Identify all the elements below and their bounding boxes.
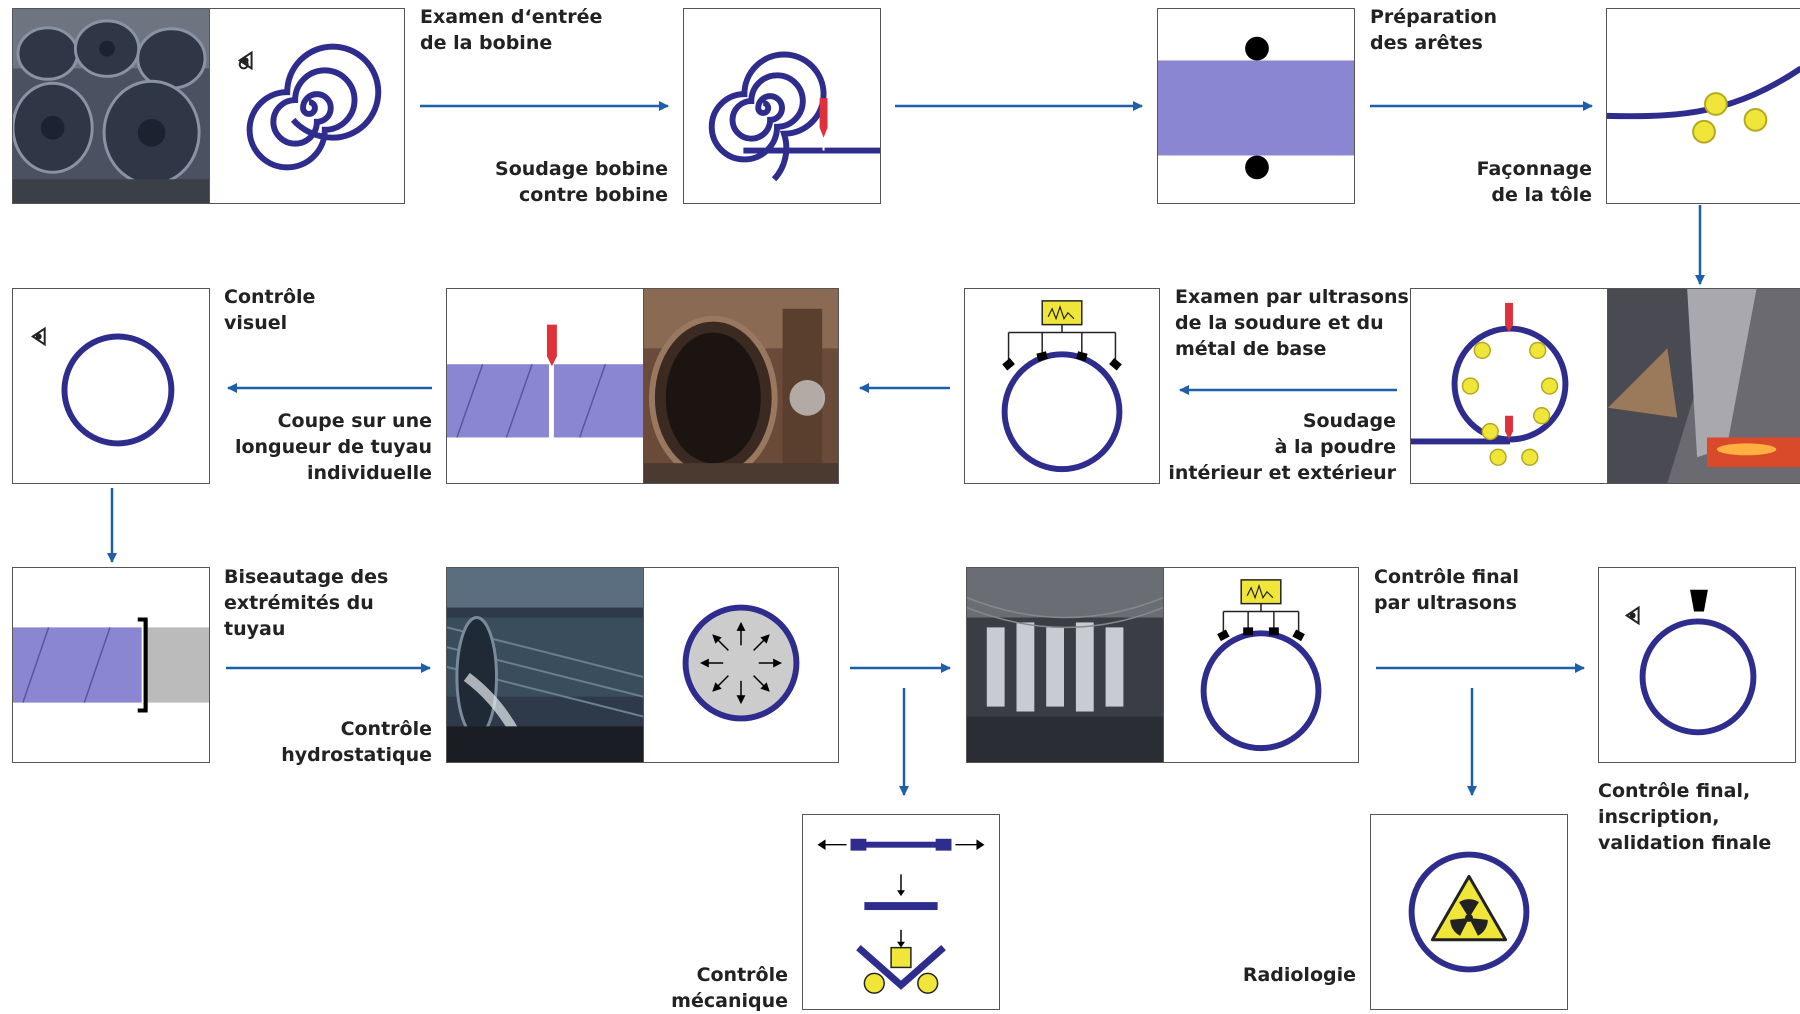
- label-ultrasonic-exam: Examen par ultrasons de la soudure et du…: [1175, 286, 1409, 360]
- label-final-control: Contrôle final, inscription, validation …: [1598, 780, 1772, 854]
- powder-welding-icon: [1410, 288, 1608, 484]
- label-coil-welding: Soudage bobine contre bobine: [495, 158, 668, 206]
- final-control-icon: [1598, 567, 1796, 763]
- label-cut-length: Coupe sur une longueur de tuyau individu…: [234, 410, 432, 484]
- final-ut-icon: [1163, 567, 1359, 763]
- label-hydrostatic: Contrôle hydrostatique: [281, 718, 432, 766]
- forming-icon: [1606, 8, 1800, 204]
- pressure-icon: [643, 567, 839, 763]
- ut-machine-photo: [966, 567, 1164, 763]
- coil-spiral-icon: [209, 8, 405, 204]
- radiology-icon: [1370, 814, 1568, 1010]
- welding-photo: [1607, 288, 1800, 484]
- label-edge-prep: Préparation des arêtes: [1370, 6, 1497, 54]
- label-powder-welding: Soudage à la poudre intérieur et extérie…: [1168, 410, 1396, 484]
- ultrasonic-icon: [964, 288, 1160, 484]
- label-visual-check: Contrôle visuel: [224, 286, 316, 334]
- cut-icon: [446, 288, 644, 484]
- mechanical-test-icon: [802, 814, 1000, 1010]
- coil-welding-icon: [683, 8, 881, 204]
- label-mechanical: Contrôle mécanique: [671, 964, 788, 1012]
- label-beveling: Biseautage des extrémités du tuyau: [224, 566, 389, 640]
- visual-check-icon: [12, 288, 210, 484]
- label-radiology: Radiologie: [1242, 964, 1356, 986]
- label-coil-inspection: Examen d‘entrée de la bobine: [420, 6, 603, 54]
- label-final-ultrasonic: Contrôle final par ultrasons: [1374, 566, 1519, 614]
- hydro-photo: [446, 567, 644, 763]
- bevel-icon: [12, 567, 210, 763]
- edge-prep-icon: [1157, 8, 1355, 204]
- pipe-photo: [643, 288, 839, 484]
- label-sheet-forming: Façonnage de la tôle: [1476, 158, 1592, 206]
- coils-photo: [12, 8, 210, 204]
